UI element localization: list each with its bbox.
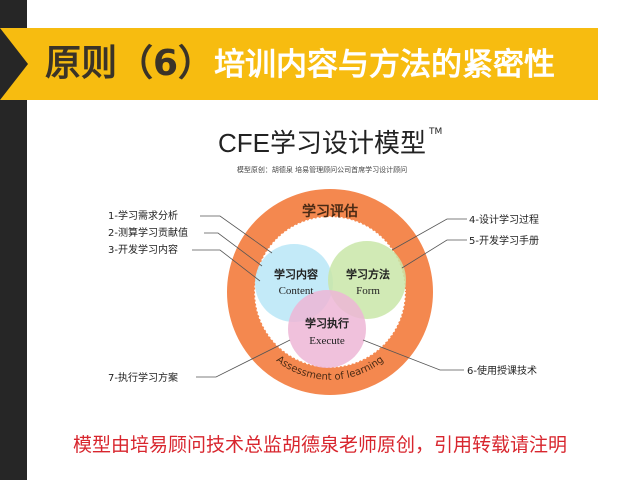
label-4: 4-设计学习过程: [469, 213, 539, 226]
execute-en: Execute: [309, 335, 345, 347]
model-title: CFE学习设计模型: [218, 128, 426, 158]
content-en: Content: [279, 285, 314, 297]
title-prefix: 原则（6）: [45, 43, 215, 84]
title-main: 培训内容与方法的紧密性: [214, 47, 556, 83]
label-5: 5-开发学习手册: [469, 234, 539, 247]
model-subtitle: 模型原创：胡德泉 培易管理顾问公司首席学习设计顾问: [237, 165, 407, 174]
execute-cn: 学习执行: [305, 316, 349, 330]
title-banner: [0, 28, 598, 100]
label-6: 6-使用授课技术: [467, 364, 537, 377]
form-en: Form: [356, 285, 380, 297]
copyright-notice: 模型由培易顾问技术总监胡德泉老师原创，引用转载请注明: [72, 434, 567, 456]
execute-circle: [288, 290, 366, 368]
page-title: 原则（6）培训内容与方法的紧密性: [45, 36, 555, 93]
label-3: 3-开发学习内容: [108, 243, 178, 256]
content-cn: 学习内容: [274, 267, 318, 281]
ring-top-label: 学习评估: [302, 203, 358, 220]
label-7: 7-执行学习方案: [108, 371, 178, 384]
form-cn: 学习方法: [346, 267, 390, 281]
assessment-ring: [227, 189, 433, 395]
trademark: TM: [428, 127, 442, 137]
label-2: 2-测算学习贡献值: [108, 226, 188, 239]
chevron-icon: [0, 28, 28, 100]
leader-lines: [192, 215, 467, 378]
label-1: 1-学习需求分析: [108, 209, 178, 222]
